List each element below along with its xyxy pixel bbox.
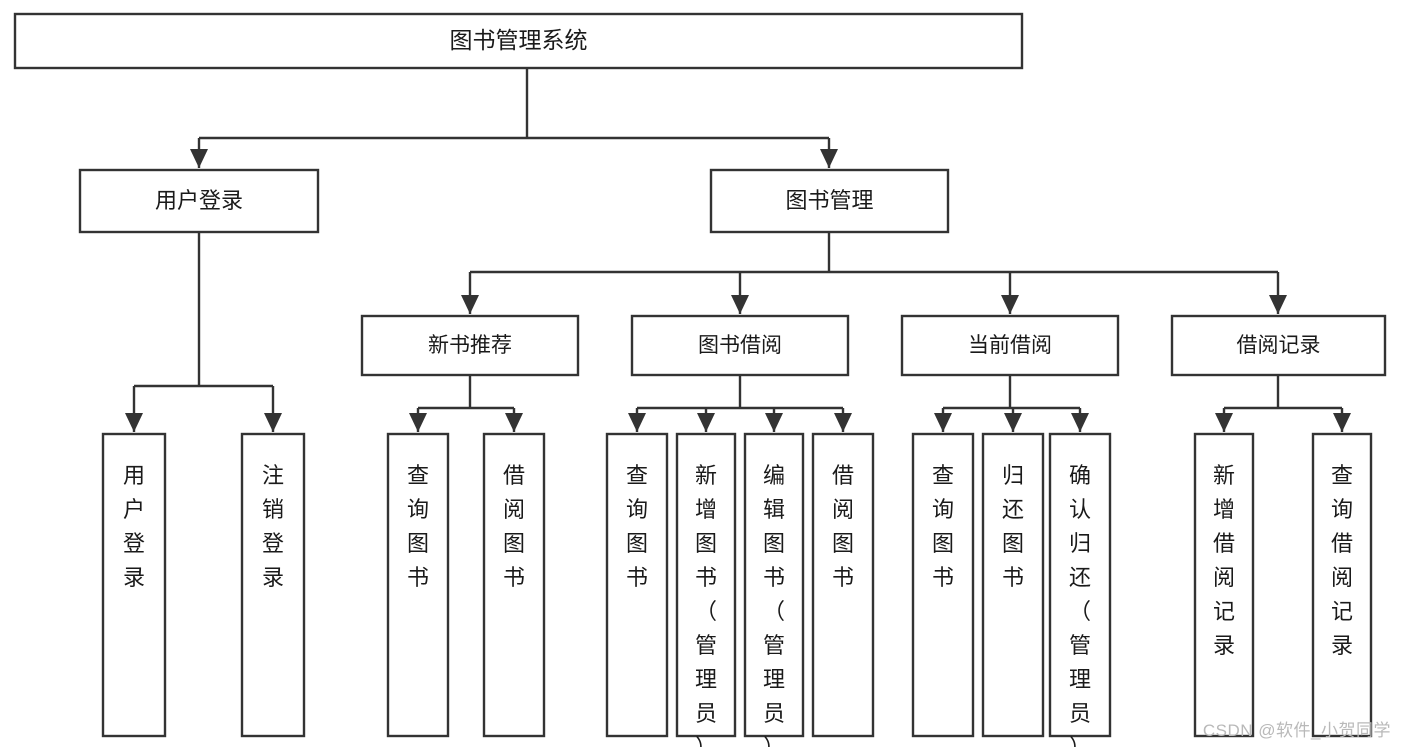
node-leaf-leaf-edit-book[interactable]: 编辑图书（管理员）: [743, 432, 805, 747]
node-leaf-leaf-query-book-rec[interactable]: 查询图书: [386, 432, 450, 738]
arrow-head: [1269, 295, 1287, 314]
node-leaf-leaf-query-record[interactable]: 查询借阅记录: [1311, 432, 1373, 738]
node-root-root[interactable]: 图书管理系统: [13, 12, 1024, 70]
node-label-leaf-add-record: 新增借阅记录: [1213, 463, 1235, 658]
node-label-leaf-borrow-book: 借阅图书: [832, 463, 854, 590]
arrow-head: [1215, 413, 1233, 432]
node-label-root: 图书管理系统: [450, 27, 588, 53]
node-box-current-borrow: [900, 314, 1120, 377]
node-leaf-leaf-query-book-borrow[interactable]: 查询图书: [605, 432, 669, 738]
connector-group-userlogin_to_leaves: [125, 232, 282, 432]
node-leaf-leaf-add-book[interactable]: 新增图书（管理员）: [675, 432, 737, 747]
arrow-head: [697, 413, 715, 432]
node-box-book-manage: [709, 168, 950, 234]
node-label-leaf-query-book-borrow: 查询图书: [626, 463, 648, 590]
node-box-new-book-recommend: [360, 314, 580, 377]
arrow-head: [765, 413, 783, 432]
node-box-leaf-return-book: [981, 432, 1045, 738]
connector-group-rec_to_leaves: [409, 375, 523, 432]
arrow-head: [934, 413, 952, 432]
node-label-leaf-add-book: 新增图书（管理员）: [695, 463, 717, 747]
node-level2-user-login[interactable]: 用户登录: [78, 168, 320, 234]
arrow-head: [461, 295, 479, 314]
arrow-head: [409, 413, 427, 432]
node-label-user-login: 用户登录: [155, 188, 243, 213]
node-box-leaf-borrow-book-rec: [482, 432, 546, 738]
node-box-leaf-add-record: [1193, 432, 1255, 738]
watermark-credit: CSDN @软件_小贺同学: [1202, 721, 1391, 740]
arrow-head: [731, 295, 749, 314]
connector-group-current_to_leaves: [934, 375, 1089, 432]
node-label-leaf-query-record: 查询借阅记录: [1331, 463, 1353, 658]
arrow-head: [1004, 413, 1022, 432]
node-label-leaf-borrow-book-rec: 借阅图书: [503, 463, 525, 590]
arrow-head: [834, 413, 852, 432]
node-level3-current-borrow[interactable]: 当前借阅: [900, 314, 1120, 377]
node-level3-book-borrow[interactable]: 图书借阅: [630, 314, 850, 377]
arrow-head: [820, 149, 838, 168]
arrow-head: [1071, 413, 1089, 432]
connector-group-borrow_to_leaves: [628, 375, 852, 432]
node-box-leaf-query-book-borrow: [605, 432, 669, 738]
node-label-new-book-recommend: 新书推荐: [428, 334, 512, 357]
node-box-leaf-query-record: [1311, 432, 1373, 738]
node-box-leaf-edit-book: [743, 432, 805, 738]
arrow-head: [1333, 413, 1351, 432]
node-leaf-leaf-borrow-book[interactable]: 借阅图书: [811, 432, 875, 738]
node-label-book-borrow: 图书借阅: [698, 334, 782, 357]
node-box-leaf-confirm-return: [1048, 432, 1112, 738]
node-label-leaf-return-book: 归还图书: [1002, 463, 1024, 590]
node-leaf-leaf-return-book[interactable]: 归还图书: [981, 432, 1045, 738]
node-box-leaf-add-book: [675, 432, 737, 738]
arrow-head: [505, 413, 523, 432]
node-layer: 图书管理系统用户登录图书管理新书推荐图书借阅当前借阅借阅记录用户登录注销登录查询…: [13, 12, 1387, 747]
connector-group-level2_to_level3: [461, 232, 1287, 314]
node-label-leaf-edit-book: 编辑图书（管理员）: [763, 463, 785, 747]
node-level3-new-book-recommend[interactable]: 新书推荐: [360, 314, 580, 377]
node-level3-borrow-record[interactable]: 借阅记录: [1170, 314, 1387, 377]
node-box-leaf-borrow-book: [811, 432, 875, 738]
node-box-leaf-logout: [240, 432, 306, 738]
node-box-leaf-user-login: [101, 432, 167, 738]
node-label-leaf-query-book-rec: 查询图书: [407, 463, 429, 590]
node-level2-book-manage[interactable]: 图书管理: [709, 168, 950, 234]
node-label-leaf-logout: 注销登录: [262, 463, 284, 590]
arrow-head: [1001, 295, 1019, 314]
node-leaf-leaf-user-login[interactable]: 用户登录: [101, 432, 167, 738]
node-leaf-leaf-borrow-book-rec[interactable]: 借阅图书: [482, 432, 546, 738]
node-leaf-leaf-logout[interactable]: 注销登录: [240, 432, 306, 738]
node-box-leaf-query-book-cur: [911, 432, 975, 738]
arrow-head: [190, 149, 208, 168]
connector-group-root_to_level2: [190, 68, 838, 168]
node-label-book-manage: 图书管理: [785, 188, 873, 213]
arrow-head: [264, 413, 282, 432]
node-box-leaf-query-book-rec: [386, 432, 450, 738]
node-label-leaf-query-book-cur: 查询图书: [932, 463, 954, 590]
node-leaf-leaf-confirm-return[interactable]: 确认归还（管理员）: [1048, 432, 1112, 747]
node-label-borrow-record: 借阅记录: [1237, 334, 1321, 357]
arrow-head: [125, 413, 143, 432]
node-box-root: [13, 12, 1024, 70]
node-label-leaf-confirm-return: 确认归还（管理员）: [1069, 463, 1091, 747]
node-label-leaf-user-login: 用户登录: [123, 463, 145, 590]
node-label-current-borrow: 当前借阅: [968, 334, 1052, 357]
connector-layer: [125, 68, 1351, 432]
node-leaf-leaf-query-book-cur[interactable]: 查询图书: [911, 432, 975, 738]
node-leaf-leaf-add-record[interactable]: 新增借阅记录: [1193, 432, 1255, 738]
arrow-head: [628, 413, 646, 432]
connector-group-record_to_leaves: [1215, 375, 1351, 432]
node-box-borrow-record: [1170, 314, 1387, 377]
node-box-user-login: [78, 168, 320, 234]
node-box-book-borrow: [630, 314, 850, 377]
